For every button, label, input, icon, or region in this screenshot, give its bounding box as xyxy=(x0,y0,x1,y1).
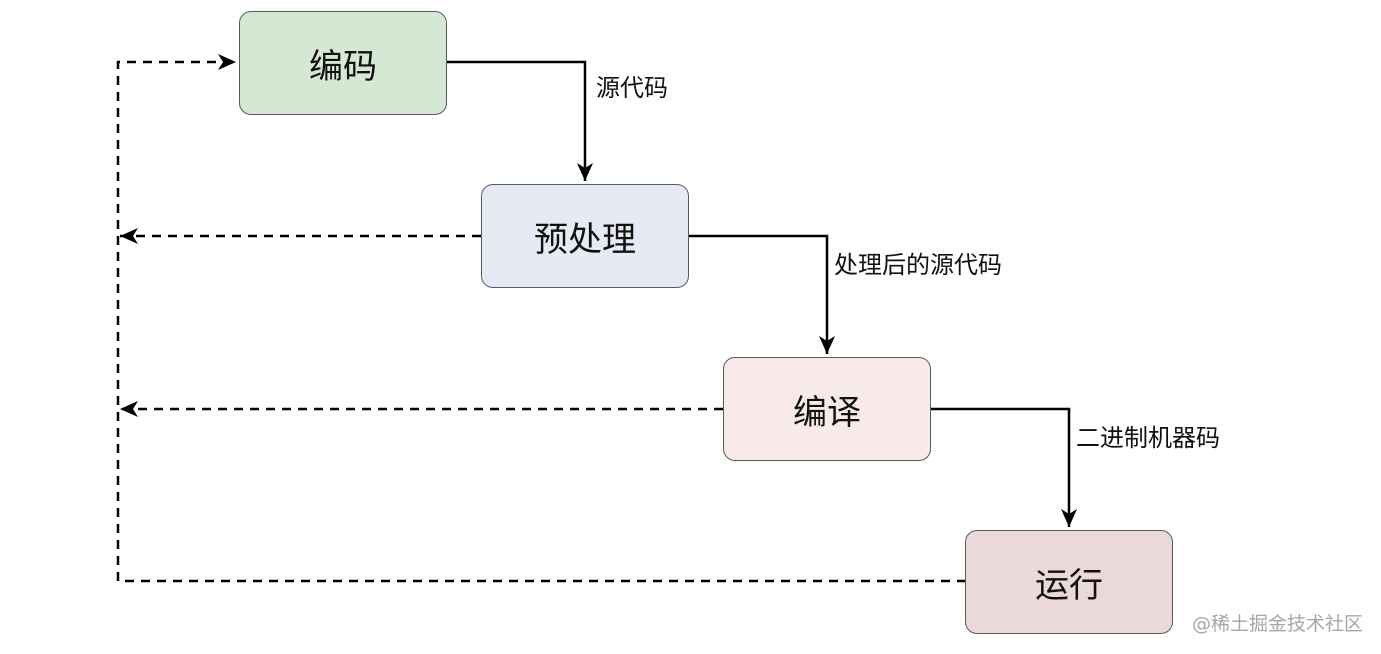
watermark: @稀土掘金技术社区 xyxy=(1191,613,1363,635)
node-coding-label: 编码 xyxy=(309,46,377,87)
edge-label-source-code: 源代码 xyxy=(596,74,668,102)
node-preprocess: 预处理 xyxy=(481,184,689,288)
node-compile-label: 编译 xyxy=(793,392,861,433)
node-run: 运行 xyxy=(965,530,1173,634)
feedback-bus-line xyxy=(116,54,966,583)
edge-compile-to-run xyxy=(931,407,1077,527)
node-coding: 编码 xyxy=(239,11,447,115)
node-preprocess-label: 预处理 xyxy=(534,219,636,260)
edge-label-binary-code: 二进制机器码 xyxy=(1076,424,1220,452)
edge-label-processed-source: 处理后的源代码 xyxy=(834,251,1002,279)
node-run-label: 运行 xyxy=(1035,565,1103,606)
edge-preprocess-to-compile xyxy=(689,234,835,354)
node-compile: 编译 xyxy=(723,357,931,461)
edge-coding-to-preprocess xyxy=(447,60,593,181)
